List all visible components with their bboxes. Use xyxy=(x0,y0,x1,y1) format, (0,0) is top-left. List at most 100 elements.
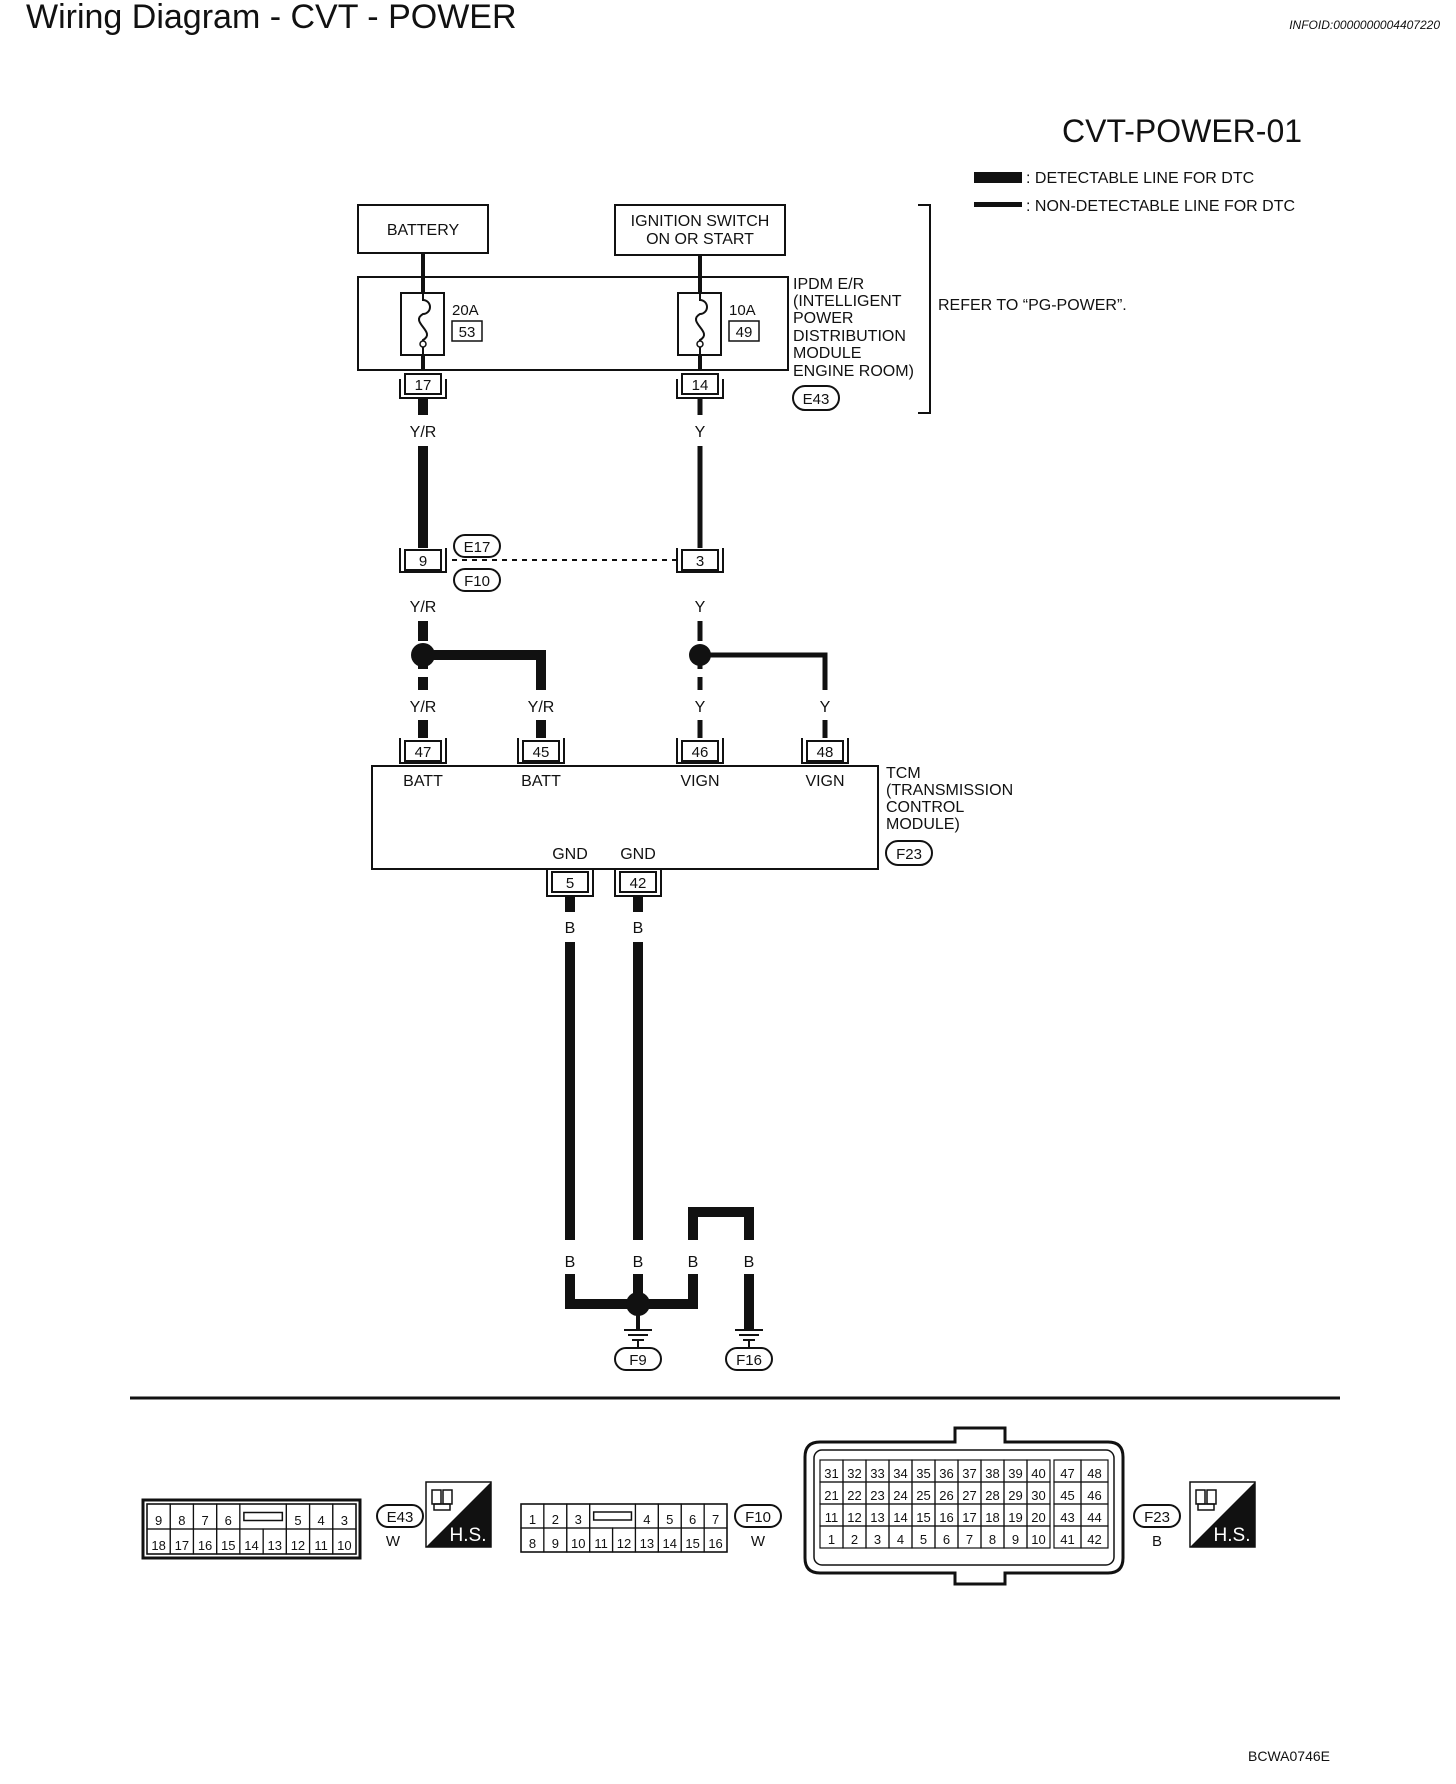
wire-yr-branch xyxy=(423,650,546,690)
wire-label-y-4: Y xyxy=(820,699,831,716)
legend-nondetectable-text: : NON-DETECTABLE LINE FOR DTC xyxy=(1026,198,1295,215)
f23-pin-label: 43 xyxy=(1060,1510,1074,1525)
tcm-pin-48: 48 xyxy=(801,738,849,764)
f23-pin-label: 11 xyxy=(825,1510,839,1525)
fuse-53-amp: 20A xyxy=(452,302,479,319)
svg-text:17: 17 xyxy=(415,377,432,394)
f10-pin-label: 3 xyxy=(575,1512,582,1527)
tcm-terminal-batt-1: BATT xyxy=(403,773,443,790)
e43-pin-label: 18 xyxy=(151,1538,165,1553)
f23-pin-label: 48 xyxy=(1087,1466,1101,1481)
f23-pin-label: 6 xyxy=(943,1532,950,1547)
f10-pin-label: 10 xyxy=(571,1536,585,1551)
connector-f10-id: F10 xyxy=(745,1509,771,1526)
wire-y-branch xyxy=(700,652,828,690)
f23-pin-label: 2 xyxy=(851,1532,858,1547)
f23-pin-label: 16 xyxy=(939,1510,953,1525)
svg-text:IPDM E/R: IPDM E/R xyxy=(793,276,864,293)
footer-code: BCWA0746E xyxy=(1248,1748,1330,1764)
e43-pin-label: 16 xyxy=(198,1538,212,1553)
connector-tag-e17: E17 xyxy=(453,534,501,558)
f10-cell xyxy=(703,1527,728,1553)
svg-text:F23: F23 xyxy=(896,846,922,863)
f23-pin-label: 23 xyxy=(870,1488,884,1503)
f10-pin-label: 13 xyxy=(640,1536,654,1551)
f23-pin-label: 10 xyxy=(1031,1532,1045,1547)
tcm-label: TCM (TRANSMISSION CONTROL MODULE) xyxy=(886,765,1013,833)
tcm-terminal-vign-2: VIGN xyxy=(805,773,844,790)
e43-cell xyxy=(332,1528,357,1555)
e43-pin-label: 12 xyxy=(291,1538,305,1553)
tcm-pin-47: 47 xyxy=(399,738,447,764)
f23-pin-label: 44 xyxy=(1087,1510,1101,1525)
f23-pin-label: 28 xyxy=(985,1488,999,1503)
hs-icon-e43: H.S. xyxy=(425,1481,492,1548)
wire-label-y-1: Y xyxy=(695,424,706,441)
f23-pin-label: 9 xyxy=(1012,1532,1019,1547)
f23-pin-label: 36 xyxy=(939,1466,953,1481)
f23-pin-label: 1 xyxy=(828,1532,835,1547)
f23-pin-label: 37 xyxy=(962,1466,976,1481)
wire-label-y-2: Y xyxy=(695,599,706,616)
pin-9: 9 xyxy=(399,548,447,573)
refer-text: REFER TO “PG-POWER”. xyxy=(938,297,1127,314)
ground-f9-label: F9 xyxy=(629,1352,647,1369)
svg-text:E43: E43 xyxy=(803,391,830,408)
f23-pin-label: 40 xyxy=(1031,1466,1045,1481)
svg-text:14: 14 xyxy=(692,377,709,394)
svg-text:ENGINE ROOM): ENGINE ROOM) xyxy=(793,363,914,380)
gnd-pin-5: 5 xyxy=(546,869,594,897)
hs-label-f23: H.S. xyxy=(1214,1525,1251,1546)
f23-pin-label: 4 xyxy=(897,1532,904,1547)
f23-pin-label: 39 xyxy=(1008,1466,1022,1481)
f10-pin-label: 4 xyxy=(643,1512,650,1527)
f23-pin-label: 29 xyxy=(1008,1488,1022,1503)
f10-pin-label: 16 xyxy=(708,1536,722,1551)
wire-label-b-3: B xyxy=(565,1254,576,1271)
f10-pin-label: 11 xyxy=(594,1536,608,1551)
f10-pin-label: 14 xyxy=(663,1536,677,1551)
connector-tag-f23: F23 xyxy=(885,840,933,866)
diagram-code: CVT-POWER-01 xyxy=(1062,113,1302,149)
wire-label-yr-4: Y/R xyxy=(528,699,555,716)
tcm-pin-45: 45 xyxy=(517,738,565,764)
connector-e43-id: E43 xyxy=(387,1509,414,1526)
f10-pin-label: 9 xyxy=(552,1536,559,1551)
legend: : DETECTABLE LINE FOR DTC : NON-DETECTAB… xyxy=(974,170,1295,215)
f23-pin-label: 27 xyxy=(962,1488,976,1503)
f23-pin-label: 5 xyxy=(920,1532,927,1547)
tcm-module: BATT BATT VIGN VIGN GND GND xyxy=(371,765,879,870)
ipdm-label: IPDM E/R (INTELLIGENT POWER DISTRIBUTION… xyxy=(793,276,914,380)
e43-pin-label: 10 xyxy=(337,1538,351,1553)
f23-pin-label: 19 xyxy=(1008,1510,1022,1525)
f23-pin-label: 35 xyxy=(916,1466,930,1481)
wire-label-yr-1: Y/R xyxy=(410,424,437,441)
tcm-terminal-vign-1: VIGN xyxy=(680,773,719,790)
f10-pin-label: 2 xyxy=(552,1512,559,1527)
pin-17: 17 xyxy=(399,373,447,399)
f23-pin-label: 8 xyxy=(989,1532,996,1547)
battery-box: BATTERY xyxy=(357,204,489,254)
f23-pin-label: 26 xyxy=(939,1488,953,1503)
e43-pin-label: 15 xyxy=(221,1538,235,1553)
f23-pin-label: 34 xyxy=(893,1466,907,1481)
e43-pin-label: 8 xyxy=(178,1513,185,1528)
f23-pin-label: 17 xyxy=(962,1510,976,1525)
connector-tag-f10: F10 xyxy=(453,568,501,592)
svg-text:42: 42 xyxy=(630,875,647,892)
f23-cell xyxy=(1080,1525,1109,1549)
e43-pin-label: 3 xyxy=(341,1513,348,1528)
fuse-49-number: 49 xyxy=(736,324,753,341)
wire-label-b-1: B xyxy=(565,920,576,937)
f23-cell xyxy=(1026,1525,1051,1549)
f23-pin-label: 13 xyxy=(870,1510,884,1525)
f23-pin-label: 33 xyxy=(870,1466,884,1481)
f23-pin-label: 15 xyxy=(916,1510,930,1525)
legend-nondetectable-swatch xyxy=(974,202,1022,207)
hs-icon-f23: H.S. xyxy=(1189,1481,1256,1548)
e43-key-slot xyxy=(243,1511,284,1522)
e43-pin-label: 7 xyxy=(201,1513,208,1528)
connector-e43-color: W xyxy=(386,1533,401,1550)
